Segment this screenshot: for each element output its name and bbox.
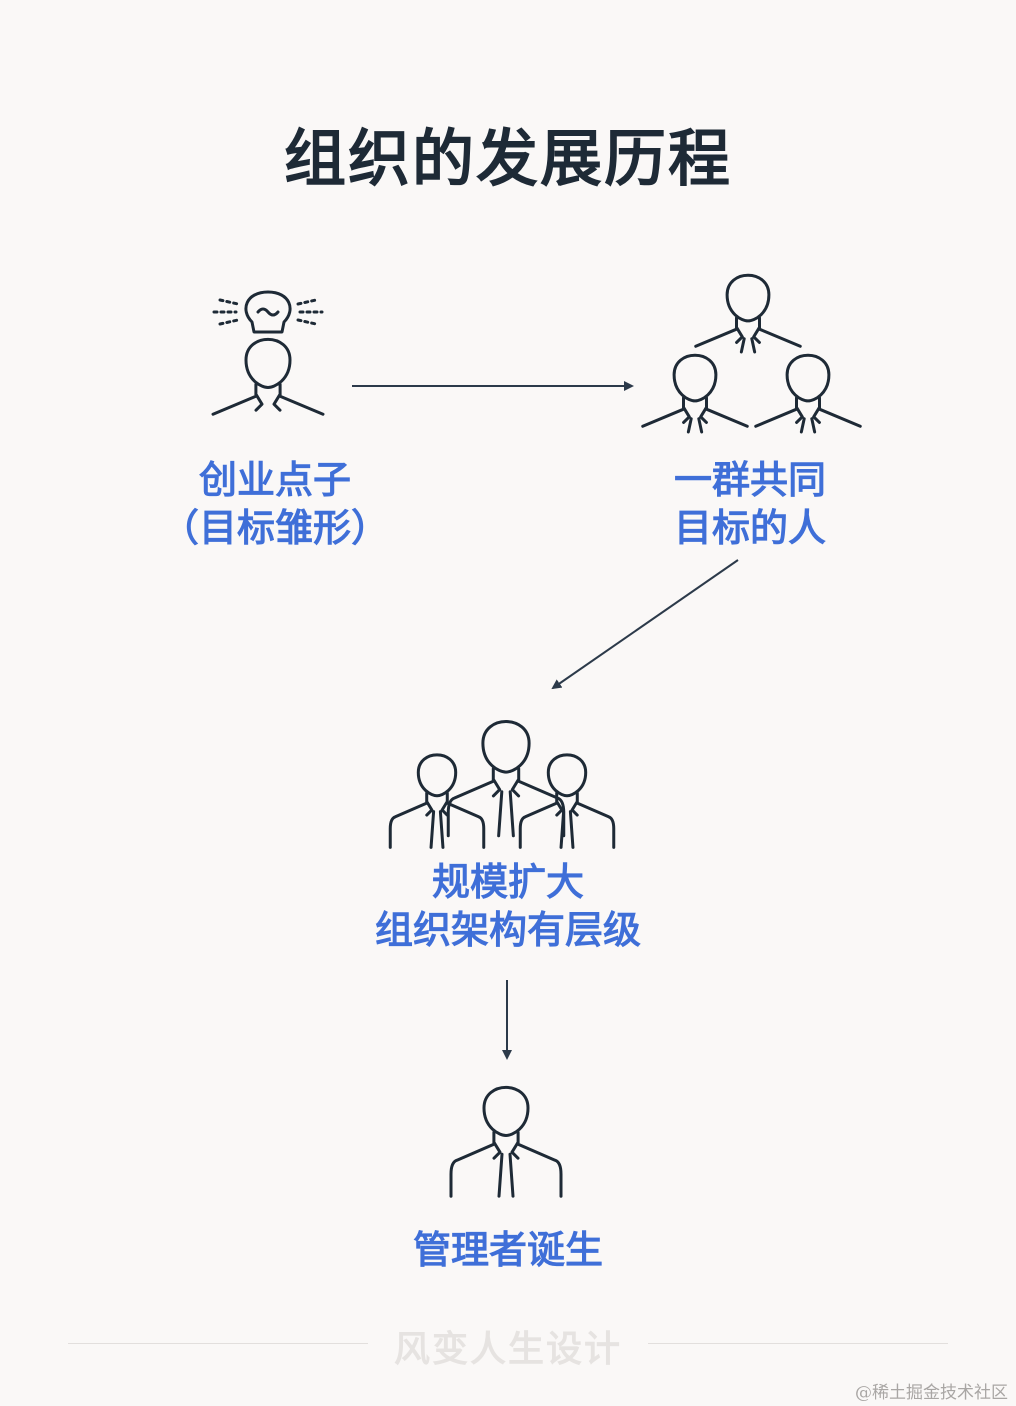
stage-label-line: 规模扩大 xyxy=(431,860,584,904)
org-person-left-icon xyxy=(388,753,486,849)
org-person-right-icon xyxy=(518,753,616,849)
arrow-group-to-org xyxy=(551,559,739,690)
stage-label-idea: 创业点子 （目标雏形） xyxy=(160,456,390,552)
stage-label-line: 管理者诞生 xyxy=(412,1228,603,1272)
stage-label-line: 一群共同 xyxy=(673,458,826,502)
watermark: @稀土掘金技术社区 xyxy=(855,1383,1008,1403)
manager-icon xyxy=(449,1085,563,1198)
lightbulb-icon xyxy=(212,290,324,334)
stage-label-line: 组织架构有层级 xyxy=(374,908,641,952)
footer-brand: 风变人生设计 xyxy=(393,1329,622,1370)
org-person-center-icon xyxy=(446,720,566,838)
stage-label-line: 创业点子 xyxy=(198,458,351,502)
page-title: 组织的发展历程 xyxy=(283,122,732,195)
stage-label-line: （目标雏形） xyxy=(160,506,389,550)
stage-label-organization: 规模扩大 组织架构有层级 xyxy=(340,858,676,954)
footer-divider-left xyxy=(68,1343,368,1344)
stage-label-manager: 管理者诞生 xyxy=(380,1226,636,1274)
stage-label-line: 目标的人 xyxy=(673,506,826,550)
group-person-top-icon xyxy=(694,273,802,354)
stage-label-group: 一群共同 目标的人 xyxy=(640,456,860,552)
footer-divider-right xyxy=(648,1343,948,1344)
idea-person-icon xyxy=(211,337,325,416)
group-person-left-icon xyxy=(641,353,749,434)
group-person-right-icon xyxy=(754,353,862,434)
